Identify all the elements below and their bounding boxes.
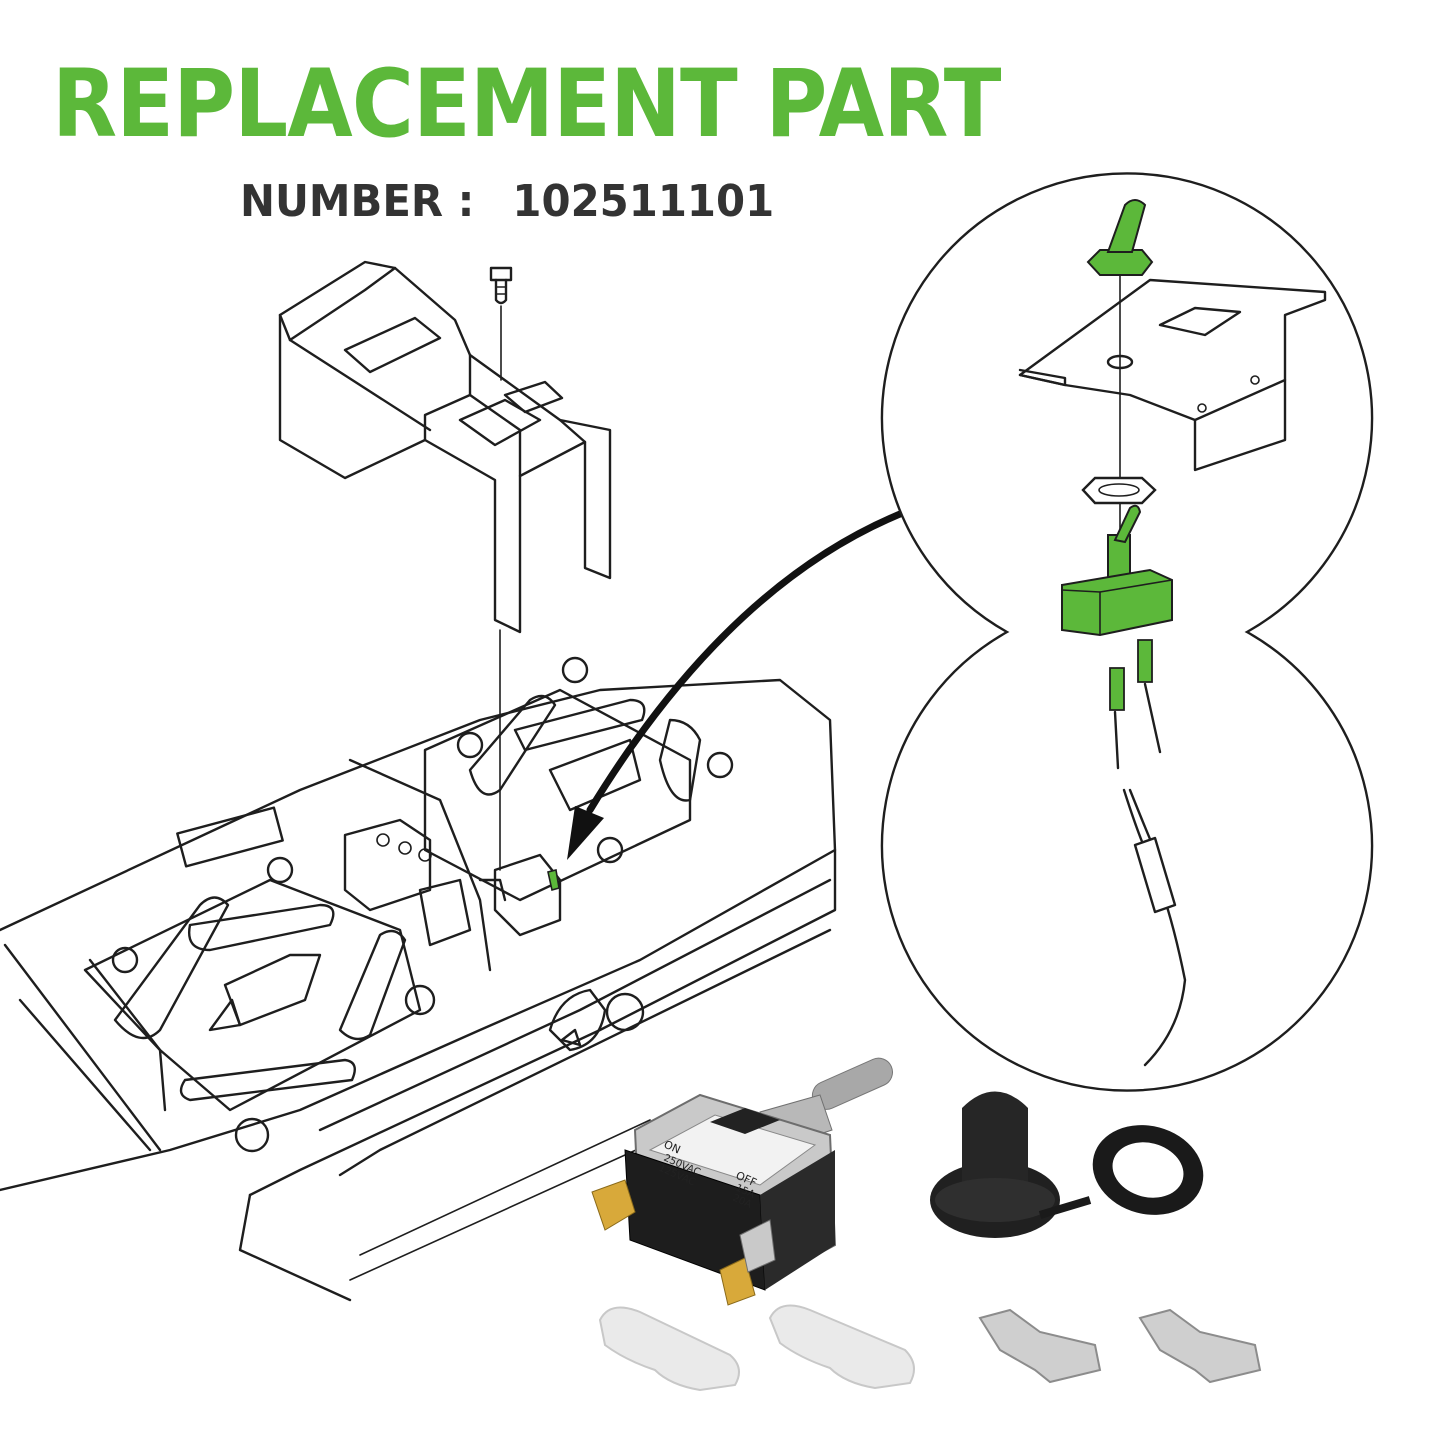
toggle-switch-product: ON 250VAC 125VAC OFF 15A 20A [591, 1057, 893, 1306]
page-title: REPLACEMENT PART [52, 50, 1001, 159]
part-number-value: 102511101 [512, 176, 775, 227]
zoom-detail-view [880, 172, 1374, 1092]
callout-arrow [547, 506, 914, 892]
switch-on-label: ON [662, 1138, 683, 1157]
part-number-label: NUMBER : [240, 176, 475, 227]
part-number: NUMBER : 102511101 [240, 170, 774, 234]
battery-compartment-illustration [0, 656, 837, 1302]
waterproof-boot-cap [930, 1091, 1204, 1238]
cover-panel-illustration [278, 260, 612, 871]
terminal-accessories [598, 1304, 1262, 1392]
